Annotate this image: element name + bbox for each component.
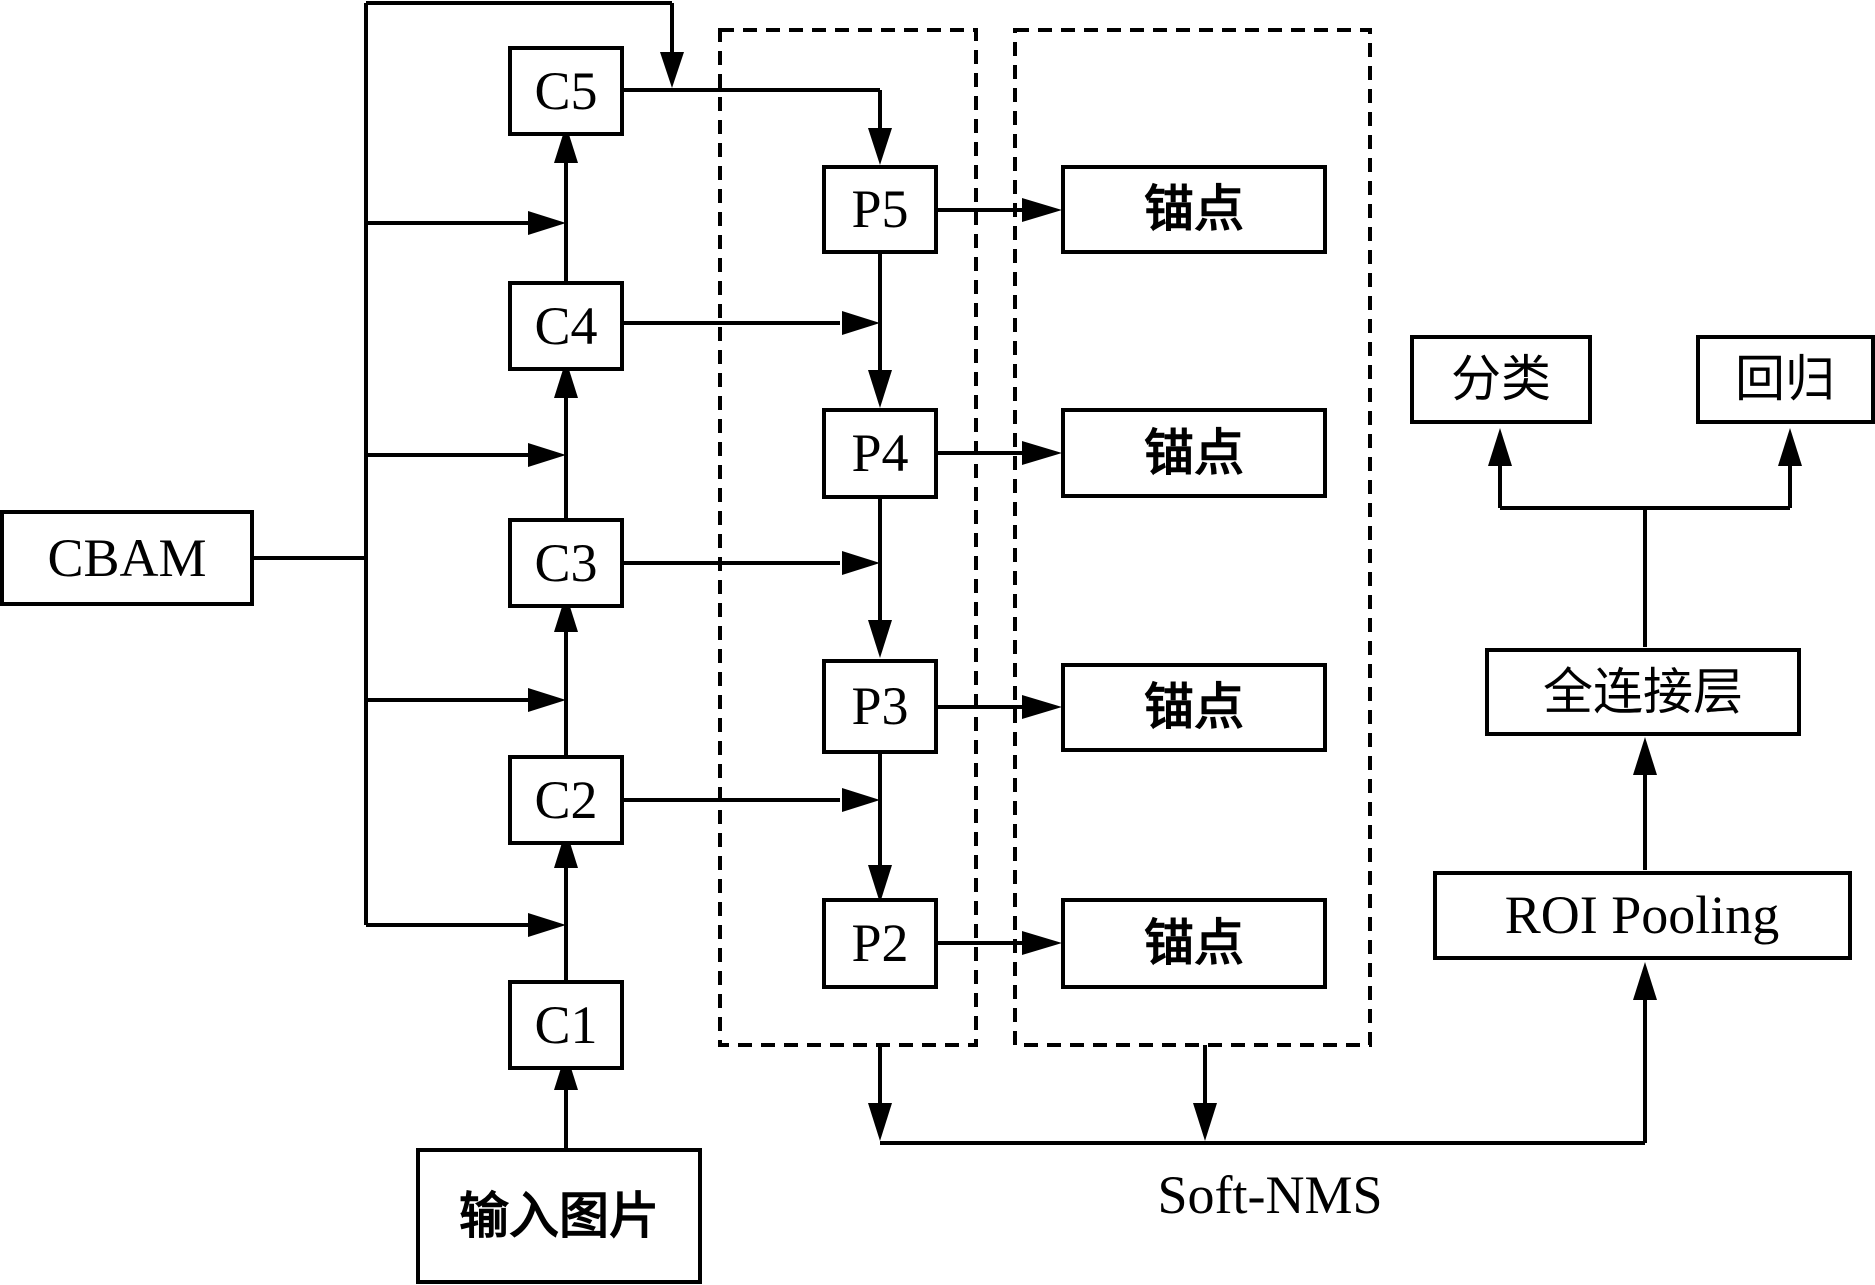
c1-label: C1	[534, 995, 597, 1055]
arrow-roi-fc	[1633, 737, 1657, 775]
arrow-p3-p2	[868, 865, 892, 903]
backbone-c1: C1	[508, 980, 624, 1070]
arrow-c3-c4	[554, 360, 578, 398]
pyramid-p4: P4	[822, 408, 938, 499]
arrow-classify	[1488, 428, 1512, 466]
arrow-cbam-c2	[528, 688, 566, 712]
c2-label: C2	[534, 770, 597, 830]
anchor-p3-label: 锚点	[1144, 678, 1244, 736]
backbone-c2: C2	[508, 755, 624, 845]
pyramid-p3: P3	[822, 659, 938, 754]
arrow-p4-p3	[868, 620, 892, 658]
pyramid-p5: P5	[822, 165, 938, 254]
arrow-cbam-c4	[528, 211, 566, 235]
input-label: 输入图片	[459, 1187, 659, 1245]
roi-pooling-node: ROI Pooling	[1433, 871, 1852, 960]
arrow-pyramid-bus	[868, 1103, 892, 1141]
arrow-regress	[1778, 428, 1802, 466]
input-node: 输入图片	[416, 1148, 702, 1284]
anchor-p4-label: 锚点	[1144, 424, 1244, 482]
regress-label: 回归	[1735, 350, 1835, 408]
regress-node: 回归	[1696, 335, 1875, 424]
c4-label: C4	[534, 296, 597, 356]
anchor-p4: 锚点	[1061, 408, 1327, 498]
pyramid-p2: P2	[822, 898, 938, 989]
anchor-p2-label: 锚点	[1144, 914, 1244, 972]
arrow-c2-c3	[554, 594, 578, 632]
arrow-c4-lateral	[842, 311, 880, 335]
arrow-c3-lateral	[842, 551, 880, 575]
arrow-cbam-c1	[528, 913, 566, 937]
arrow-bus-roi	[1633, 962, 1657, 1000]
p3-label: P3	[851, 676, 908, 736]
c5-label: C5	[534, 61, 597, 121]
p5-label: P5	[851, 179, 908, 239]
backbone-c4: C4	[508, 281, 624, 371]
fc-layer-node: 全连接层	[1485, 648, 1801, 736]
backbone-c5: C5	[508, 46, 624, 136]
p2-label: P2	[851, 913, 908, 973]
connectors	[252, 1, 1792, 1150]
arrow-anchor-bus	[1193, 1103, 1217, 1141]
arrowheads	[528, 52, 1802, 1141]
classify-node: 分类	[1410, 335, 1592, 424]
arrow-p4-anchor	[1022, 441, 1062, 465]
arrow-p5-anchor	[1022, 198, 1062, 222]
anchor-group	[1013, 28, 1372, 1047]
soft-nms-label: Soft-NMS	[1157, 1165, 1382, 1225]
arrow-p5-p4	[868, 370, 892, 408]
fc-layer-label: 全连接层	[1543, 663, 1743, 721]
arrow-c1-c2	[554, 830, 578, 868]
anchor-p2: 锚点	[1061, 898, 1327, 989]
arrow-c5-p5	[868, 128, 892, 165]
arrow-c2-lateral	[842, 788, 880, 812]
arrow-input-c1	[554, 1052, 578, 1090]
classify-label: 分类	[1451, 350, 1551, 408]
arrow-cbam-c3	[528, 443, 566, 467]
p4-label: P4	[851, 423, 908, 483]
anchor-p3: 锚点	[1061, 663, 1327, 752]
arrow-p2-anchor	[1022, 931, 1062, 955]
roi-pooling-label: ROI Pooling	[1505, 885, 1780, 945]
cbam-node: CBAM	[0, 510, 254, 606]
arrow-c4-c5	[554, 125, 578, 163]
cbam-label: CBAM	[47, 528, 206, 588]
c3-label: C3	[534, 533, 597, 593]
backbone-c3: C3	[508, 518, 624, 608]
arrow-top-c5	[660, 52, 684, 88]
anchor-p5: 锚点	[1061, 165, 1327, 254]
pyramid-group	[718, 28, 978, 1047]
arrow-p3-anchor	[1022, 695, 1062, 719]
anchor-p5-label: 锚点	[1144, 180, 1244, 238]
